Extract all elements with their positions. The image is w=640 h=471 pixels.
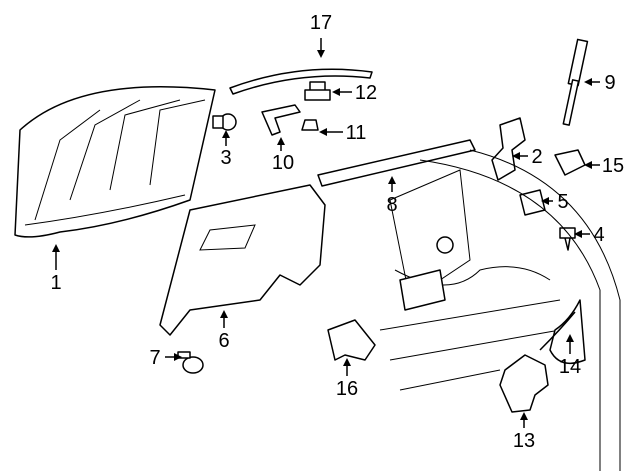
part-7-retainer[interactable] [177, 351, 204, 374]
callout-13: 13 [513, 430, 535, 452]
callout-1: 1 [50, 272, 61, 294]
part-12-bumper[interactable] [304, 81, 331, 101]
callout-5: 5 [557, 191, 568, 213]
part-13-latch[interactable] [499, 354, 549, 413]
callout-14: 14 [559, 356, 581, 378]
part-4-screw[interactable] [559, 227, 576, 251]
callout-7: 7 [149, 347, 160, 369]
leader-arrows [52, 38, 600, 428]
callout-2: 2 [531, 146, 542, 168]
part-16-striker[interactable] [327, 319, 376, 361]
part-3-stop[interactable] [212, 113, 237, 131]
callout-3: 3 [220, 147, 231, 169]
part-11-clip[interactable] [301, 119, 319, 131]
callout-4: 4 [593, 224, 604, 246]
part-15-switch[interactable] [554, 149, 586, 176]
part-8-seal[interactable] [317, 139, 476, 187]
vehicle-body-structure [379, 149, 621, 471]
callout-8: 8 [386, 194, 397, 216]
part-5-bumper[interactable] [519, 189, 546, 216]
callout-15: 15 [602, 155, 624, 177]
callout-11: 11 [346, 122, 367, 144]
part-6-insulator[interactable] [159, 184, 326, 336]
callout-6: 6 [218, 330, 229, 352]
callout-9: 9 [604, 72, 615, 94]
part-weatherstrip[interactable] [229, 68, 373, 95]
callout-10: 10 [272, 152, 294, 174]
callout-16: 16 [336, 378, 358, 400]
callout-12: 12 [355, 82, 377, 104]
part-14-cable[interactable] [539, 311, 576, 351]
part-2-hinge[interactable] [491, 117, 526, 181]
callout-17: 17 [310, 12, 332, 34]
part-hood[interactable] [14, 86, 216, 238]
part-10-bracket[interactable] [261, 104, 301, 136]
part-9-lift-support[interactable] [562, 38, 589, 126]
